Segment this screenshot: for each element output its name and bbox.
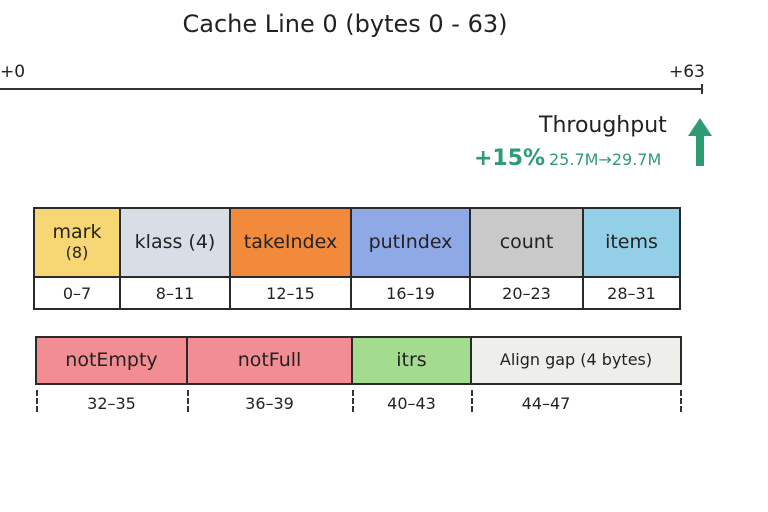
range-count: 20–23 (469, 276, 584, 310)
up-arrow-icon (688, 118, 712, 166)
axis-start-label: +0 (0, 62, 26, 82)
field-klass: klass (4) (119, 207, 231, 278)
field-klass-name: klass (4) (134, 230, 216, 253)
field-notfull-name: notFull (237, 348, 302, 371)
range-putindex: 16–19 (350, 276, 471, 310)
divider-dash (471, 390, 473, 412)
field-count: count (469, 207, 584, 278)
range-notfull: 36–39 (245, 394, 294, 413)
throughput-change: +15% (474, 146, 546, 171)
field-itrs: itrs (351, 336, 472, 385)
throughput-label: Throughput (539, 113, 667, 138)
diagram-title: Cache Line 0 (bytes 0 - 63) (182, 10, 508, 38)
field-putindex: putIndex (350, 207, 471, 278)
byte-axis-line (0, 88, 703, 90)
field-mark: mark (8) (33, 207, 121, 278)
field-takeindex-name: takeIndex (243, 230, 338, 253)
field-items-name: items (605, 230, 658, 253)
field-count-name: count (499, 230, 554, 253)
divider-dash (187, 390, 189, 412)
range-klass: 8–11 (119, 276, 231, 310)
divider-dash (352, 390, 354, 412)
field-takeindex: takeIndex (229, 207, 352, 278)
field-align-gap: Align gap (4 bytes) (470, 336, 682, 385)
byte-axis-end-tick (701, 84, 703, 94)
range-mark: 0–7 (33, 276, 121, 310)
axis-end-label: +63 (669, 62, 705, 82)
range-itrs: 40–43 (387, 394, 436, 413)
field-itrs-name: itrs (396, 348, 427, 371)
range-takeindex: 12–15 (229, 276, 352, 310)
field-notfull: notFull (186, 336, 353, 385)
field-putindex-name: putIndex (368, 230, 453, 253)
field-mark-name: mark (52, 221, 102, 244)
range-items: 28–31 (582, 276, 681, 310)
field-mark-size: (8) (65, 243, 89, 263)
range-align-gap: 44–47 (521, 394, 571, 413)
field-align-gap-name: Align gap (4 bytes) (499, 350, 653, 370)
throughput-range: 25.7M→29.7M (549, 150, 662, 169)
range-notempty: 32–35 (87, 394, 136, 413)
field-notempty-name: notEmpty (65, 348, 158, 371)
divider-dash (36, 390, 38, 412)
divider-dash (680, 390, 682, 412)
field-items: items (582, 207, 681, 278)
field-notempty: notEmpty (35, 336, 188, 385)
